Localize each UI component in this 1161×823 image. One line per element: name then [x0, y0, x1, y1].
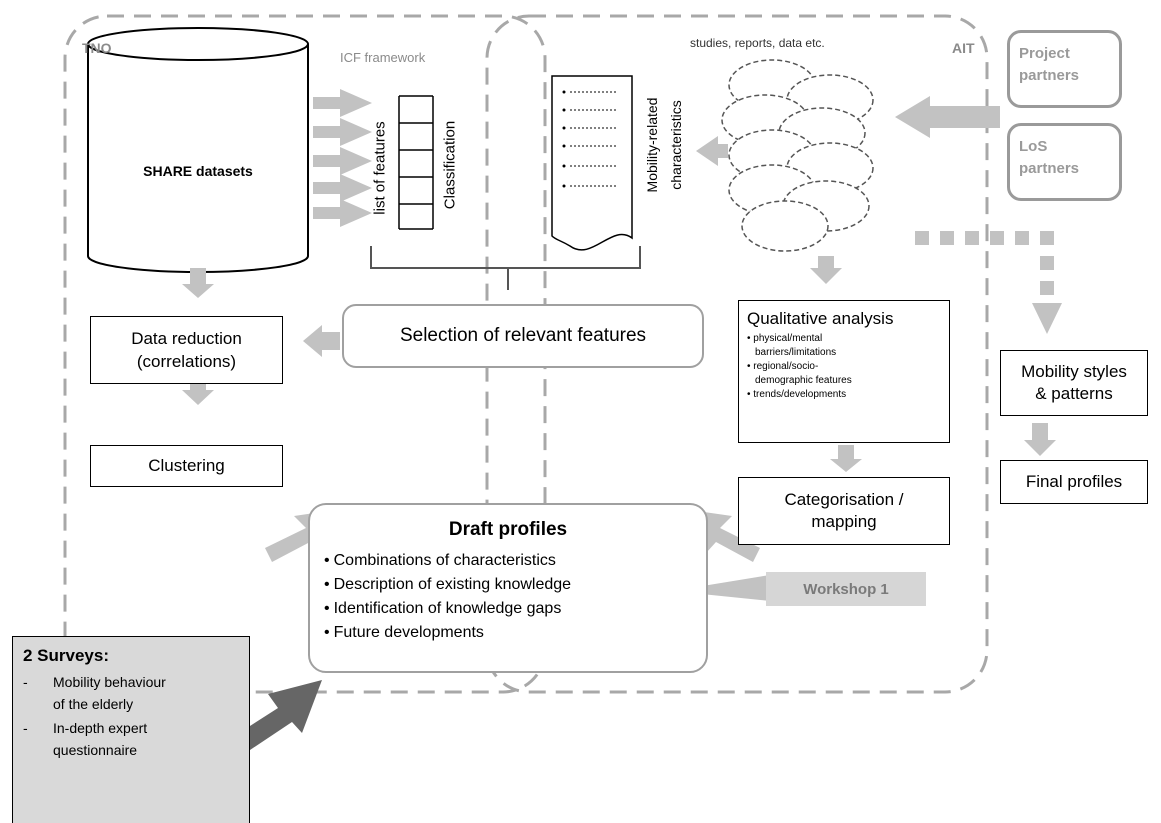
draft-profiles-item: Combinations of characteristics	[324, 549, 706, 573]
categorisation-line2: mapping	[811, 512, 877, 531]
draft-profiles-title: Draft profiles	[448, 519, 568, 540]
draft-profiles-item: Future developments	[324, 621, 706, 645]
mobility-document	[551, 75, 633, 251]
qualitative-analysis-box: Qualitative analysis • physical/mental b…	[738, 300, 950, 443]
document-bullet-dots	[562, 90, 566, 188]
selection-brace	[370, 246, 641, 290]
mobility-styles-box: Mobility styles & patterns	[1000, 350, 1148, 416]
project-partners-box: Project partners	[1007, 30, 1122, 108]
qualitative-item-text: physical/mental	[753, 333, 823, 344]
clustering-box: Clustering	[90, 445, 283, 487]
icf-framework-label: ICF framework	[340, 50, 426, 65]
mobility-related-label: Mobility-related	[644, 97, 660, 193]
surveys-item-2-line2: questionnaire	[53, 742, 138, 758]
grey-arrows	[182, 96, 1056, 562]
data-reduction-line2: (correlations)	[136, 352, 237, 371]
qualitative-item: • regional/socio-	[747, 361, 819, 372]
draft-profiles-item: Identification of knowledge gaps	[324, 597, 706, 621]
qualitative-item-text: demographic features	[755, 375, 852, 386]
studies-label: studies, reports, data etc.	[690, 36, 825, 50]
classification-label: Classification	[441, 120, 459, 210]
data-reduction-box: Data reduction (correlations)	[90, 316, 283, 384]
share-datasets-cylinder	[87, 27, 309, 273]
feature-arrows	[313, 89, 372, 227]
characteristics-label: characteristics	[668, 100, 684, 190]
project-partners-line2: partners	[1019, 67, 1080, 84]
selection-label: Selection of relevant features	[399, 325, 647, 346]
categorisation-line1: Categorisation /	[784, 490, 904, 509]
categorisation-box: Categorisation / mapping	[738, 477, 950, 545]
surveys-item-2-line1: In-depth expert	[53, 720, 148, 736]
project-partners-line1: Project	[1019, 45, 1070, 62]
surveys-box: 2 Surveys: - Mobility behaviour of the e…	[12, 636, 250, 823]
icf-bracket	[398, 95, 434, 230]
los-partners-line2: partners	[1019, 160, 1080, 177]
draft-profiles-box: Draft profiles Combinations of character…	[308, 503, 708, 673]
qualitative-title: Qualitative analysis	[747, 309, 894, 328]
surveys-arrow	[236, 680, 322, 750]
workshop-callout-tail	[672, 575, 770, 601]
final-profiles-box: Final profiles	[1000, 460, 1148, 504]
qualitative-item-text: trends/developments	[753, 389, 847, 400]
surveys-dash: -	[23, 720, 28, 736]
workshop-label: Workshop 1	[803, 580, 889, 598]
surveys-item-1-line1: Mobility behaviour	[53, 674, 166, 690]
studies-cloud	[721, 59, 874, 252]
ait-label: AIT	[952, 40, 975, 56]
draft-profiles-list: Combinations of characteristics Descript…	[324, 549, 706, 645]
clustering-label: Clustering	[148, 456, 225, 475]
data-reduction-line1: Data reduction	[131, 329, 242, 348]
qualitative-item-text: barriers/limitations	[755, 347, 837, 358]
final-profiles-label: Final profiles	[1025, 472, 1123, 491]
mobility-styles-line2: & patterns	[1035, 384, 1113, 403]
qualitative-item-text: regional/socio-	[753, 361, 819, 372]
list-of-features-label: list of features	[371, 121, 389, 215]
surveys-item-2: - In-depth expert questionnaire	[23, 717, 249, 761]
qualitative-item: • physical/mental	[747, 333, 823, 344]
qualitative-list: • physical/mental barriers/limitations •…	[747, 332, 949, 402]
draft-profiles-item: Description of existing knowledge	[324, 573, 706, 597]
dotted-arrow	[915, 231, 1062, 334]
mobility-styles-line1: Mobility styles	[1021, 362, 1127, 381]
los-partners-box: LoS partners	[1007, 123, 1122, 201]
surveys-dash: -	[23, 674, 28, 690]
surveys-title: 2 Surveys:	[23, 646, 109, 665]
selection-box: Selection of relevant features	[342, 304, 704, 368]
los-partners-line1: LoS	[1019, 138, 1048, 155]
qualitative-item: • trends/developments	[747, 389, 847, 400]
tno-label: TNO	[82, 40, 112, 56]
surveys-item-1-line2: of the elderly	[53, 696, 134, 712]
workshop-box: Workshop 1	[766, 572, 926, 606]
share-datasets-label: SHARE datasets	[143, 163, 253, 179]
surveys-item-1: - Mobility behaviour of the elderly	[23, 671, 249, 715]
